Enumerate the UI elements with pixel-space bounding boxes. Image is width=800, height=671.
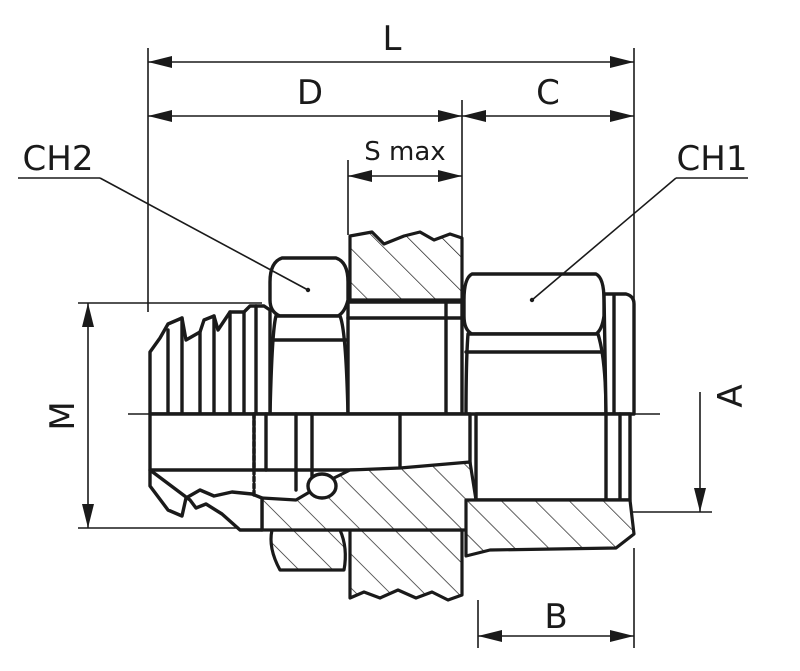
grip-thread-upper (148, 304, 272, 416)
label-M: M (43, 401, 83, 430)
central-body-section (148, 412, 478, 532)
body-nut-section (464, 412, 636, 558)
label-C: C (536, 73, 560, 113)
dimension-lines (78, 48, 712, 648)
label-L: L (383, 19, 402, 59)
body-nut-ch1 (462, 272, 636, 416)
label-B: B (544, 597, 567, 637)
leader-lines (18, 177, 748, 303)
label-ch2: CH2 (23, 139, 94, 179)
central-body-upper (346, 300, 464, 416)
dimension-labels: L D C S max CH2 CH1 B M A (23, 19, 751, 637)
label-D: D (297, 73, 323, 113)
locknut-ch2 (268, 256, 350, 572)
label-A: A (711, 384, 751, 407)
label-ch1: CH1 (677, 139, 748, 179)
label-s-max: S max (364, 137, 445, 167)
panel-wall (348, 230, 464, 602)
